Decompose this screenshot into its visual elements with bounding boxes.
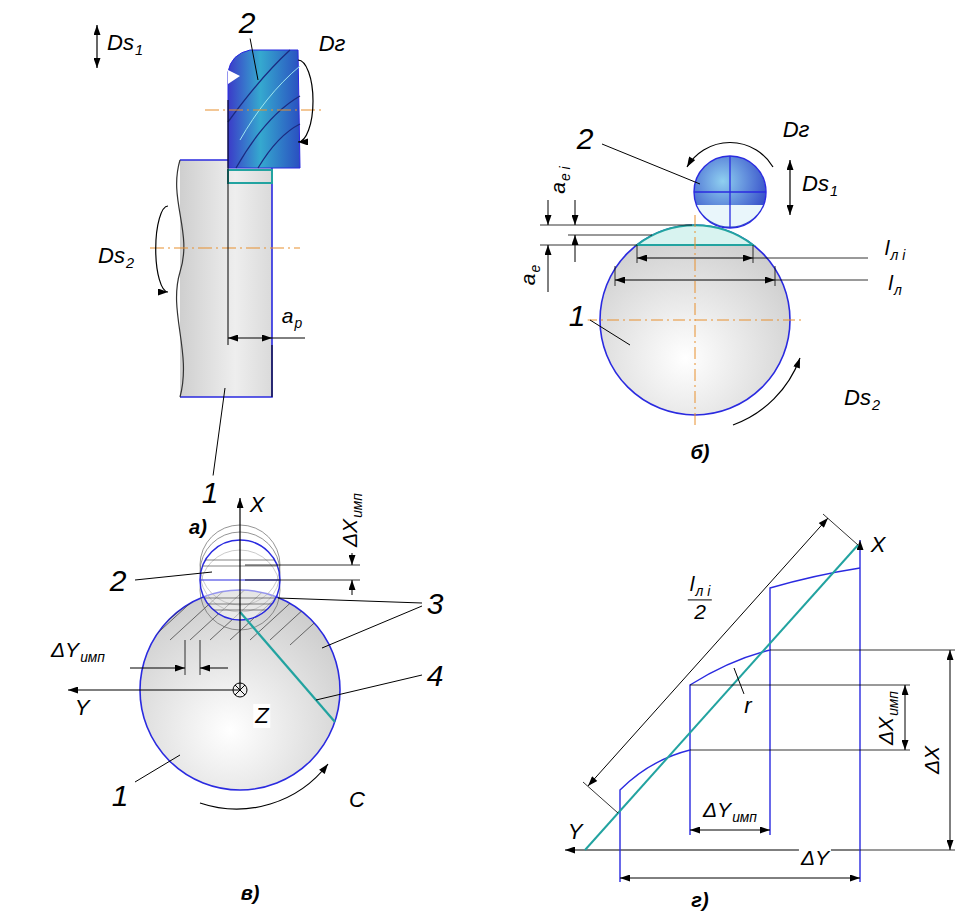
panel-letter-group: а) [187, 516, 209, 538]
callout-number-group: 1 [567, 299, 588, 332]
dimension-label-group: ΔXимп [338, 491, 365, 549]
dimension-label-group: ap [280, 304, 304, 331]
panel-letter-group: б) [688, 441, 711, 463]
dimension-label-group: ae i [546, 164, 573, 195]
fraction-denominator: 2 [694, 600, 706, 623]
axis-label-group: Y [566, 820, 585, 844]
step-profile [565, 514, 955, 882]
motion-label-group: Ds2 [842, 386, 882, 414]
motion-label-group: Ds1 [105, 31, 145, 59]
dimension-label: имп [80, 649, 105, 665]
motion-label-group: Dг [317, 32, 348, 56]
axis-label: Y [75, 695, 90, 720]
axis-label-group: X [869, 533, 888, 557]
callout-number-group: 2 [237, 6, 258, 39]
dimension-label: ΔX [920, 746, 943, 774]
axis-label-group: Z [253, 704, 270, 728]
axis-label: Y [568, 819, 583, 844]
dimension-label: a [546, 182, 569, 194]
motion-label: 2 [126, 255, 134, 271]
dimension-label: имп [349, 493, 365, 518]
motion-label: Dг [783, 117, 810, 142]
dimension-label-group: ae [516, 263, 543, 287]
radius-label-group: r [742, 694, 753, 718]
motion-label: Ds [98, 243, 125, 268]
callout-number-group: 2 [108, 564, 129, 597]
dimension-label-group: ΔY [799, 846, 831, 869]
callout-number: 1 [569, 299, 586, 332]
motion-label: 2 [872, 397, 880, 413]
dimension-label: ΔX [874, 717, 897, 745]
side-view [97, 25, 322, 476]
axis-label: X [871, 532, 886, 557]
panel-letter: б) [690, 441, 709, 463]
dimension-label: л i [695, 583, 710, 599]
dimension-label: p [294, 315, 302, 331]
motion-label: 1 [135, 42, 143, 58]
callout-number: 3 [427, 587, 444, 620]
motion-label-group: Dг [781, 118, 812, 142]
dimension-label: имп [885, 691, 901, 716]
callout-number: 1 [202, 476, 219, 509]
callout-number-group: 3 [425, 587, 446, 620]
dimension-label: ΔY [801, 846, 829, 869]
motion-label: Dг [319, 31, 346, 56]
dimension-label: 2 [694, 600, 706, 623]
callout-number-group: 1 [110, 779, 131, 812]
motion-label: C [349, 787, 365, 812]
axis-label-group: Y [73, 696, 92, 720]
axis-label: Z [255, 703, 268, 728]
motion-label: Ds [844, 385, 871, 410]
motion-label-group: C [347, 788, 367, 812]
dimension-label: л i [890, 247, 905, 263]
dimension-label: л [894, 282, 902, 298]
front-view [540, 143, 868, 425]
motion-label: Ds [802, 171, 829, 196]
motion-label: Ds [107, 30, 134, 55]
dimension-label: e [527, 265, 543, 273]
motion-label-group: Ds2 [96, 244, 136, 272]
dimension-label-group: lл [886, 271, 904, 298]
dimension-label-group: lл i [883, 236, 907, 263]
callout-number: 2 [577, 122, 594, 155]
callout-number-group: 2 [575, 122, 596, 155]
dimension-label-group: lл i2 [686, 572, 714, 623]
fraction-numerator: lл i [688, 572, 712, 600]
dimension-label: e i [557, 166, 573, 181]
axis-label-group: X [248, 493, 267, 517]
callout-number: 4 [427, 659, 444, 692]
dimension-label: ΔY [703, 798, 731, 821]
dimension-label: l [690, 572, 695, 595]
motion-label-group: Ds1 [800, 172, 840, 200]
radius-label: r [744, 693, 751, 718]
callout-number: 2 [110, 564, 127, 597]
callout-number: 1 [112, 779, 129, 812]
callout-number-group: 1 [200, 476, 221, 509]
dimension-label: ΔX [338, 519, 361, 547]
panel-letter: г) [691, 889, 708, 911]
panel-letter-group: г) [689, 889, 710, 911]
dimension-label-group: ΔX [920, 744, 943, 776]
callout-number: 2 [239, 6, 256, 39]
trajectory-view [68, 498, 422, 809]
dimension-label: имп [732, 809, 757, 825]
dimension-label: a [516, 274, 539, 286]
panel-letter-group: в) [239, 882, 262, 904]
axis-label: X [250, 492, 265, 517]
panel-letter: а) [189, 516, 207, 538]
callout-number-group: 4 [425, 659, 446, 692]
dimension-label-group: ΔYимп [49, 638, 107, 665]
panel-letter: в) [241, 882, 260, 904]
motion-label: 1 [830, 183, 838, 199]
dimension-label: l [888, 271, 893, 294]
dimension-label: l [885, 236, 890, 259]
dimension-label: ΔY [51, 638, 79, 661]
dimension-label-group: ΔXимп [874, 689, 901, 747]
dimension-label: a [282, 304, 294, 327]
dimension-label-group: ΔYимп [701, 798, 759, 825]
